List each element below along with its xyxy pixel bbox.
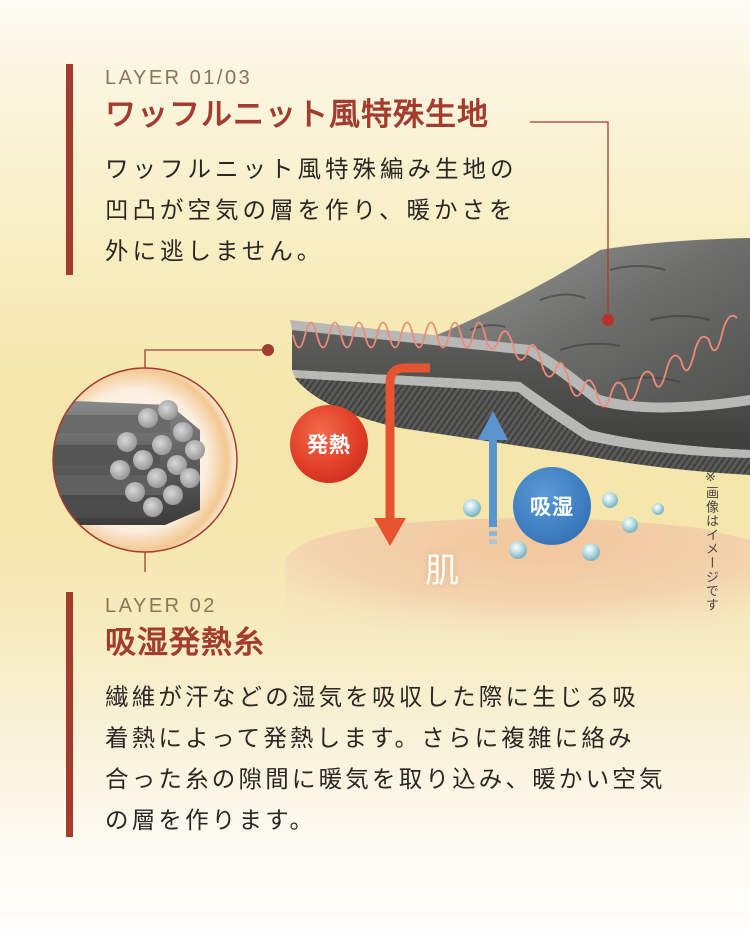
heat-badge: 発熱 — [290, 405, 368, 483]
layer2-description-line: の層を作ります。 — [105, 806, 317, 834]
moisture-arrow-icon — [478, 411, 508, 544]
layer1-description-line: ワッフルニット風特殊編み生地の — [105, 155, 518, 183]
layer2-title: 吸湿発熱糸 — [105, 625, 265, 661]
layer2-section: LAYER 02 吸湿発熱糸 繊維が汗などの湿気を吸収した際に生じる吸 着熱によ… — [66, 592, 666, 837]
water-droplet-icon — [463, 492, 664, 561]
layer1-description-line: 凹凸が空気の層を作り、暖かさを — [105, 196, 517, 224]
skin-label: 肌 — [425, 551, 459, 591]
layer2-description-line: 着熱によって発熱します。さらに複雑に絡み — [105, 724, 635, 752]
layer1-description: ワッフルニット風特殊編み生地の 凹凸が空気の層を作り、暖かさを 外に逃しません。 — [105, 149, 518, 272]
layer2-label: LAYER 02 — [105, 595, 217, 617]
fiber-bundle-illustration — [52, 367, 238, 553]
layer2-description: 繊維が汗などの湿気を吸収した際に生じる吸 着熱によって発熱します。さらに複雑に絡… — [105, 677, 666, 841]
image-note: ※画像はイメージです — [703, 470, 718, 612]
layer1-label: LAYER 01/03 — [105, 67, 253, 89]
callout-dot-layer2 — [262, 344, 274, 356]
callout-dot-layer1 — [602, 314, 614, 326]
layer1-section: LAYER 01/03 ワッフルニット風特殊生地 ワッフルニット風特殊編み生地の… — [66, 64, 518, 275]
layer2-description-line: 合った糸の隙間に暖気を取り込み、暖かい空気 — [105, 765, 666, 793]
layer1-description-line: 外に逃しません。 — [105, 237, 325, 265]
layer2-description-line: 繊維が汗などの湿気を吸収した際に生じる吸 — [105, 683, 639, 711]
heat-wave-line — [292, 314, 738, 408]
heat-arrow-icon — [374, 363, 430, 546]
moisture-badge: 吸湿 — [513, 467, 591, 545]
layer1-title: ワッフルニット風特殊生地 — [105, 97, 489, 133]
